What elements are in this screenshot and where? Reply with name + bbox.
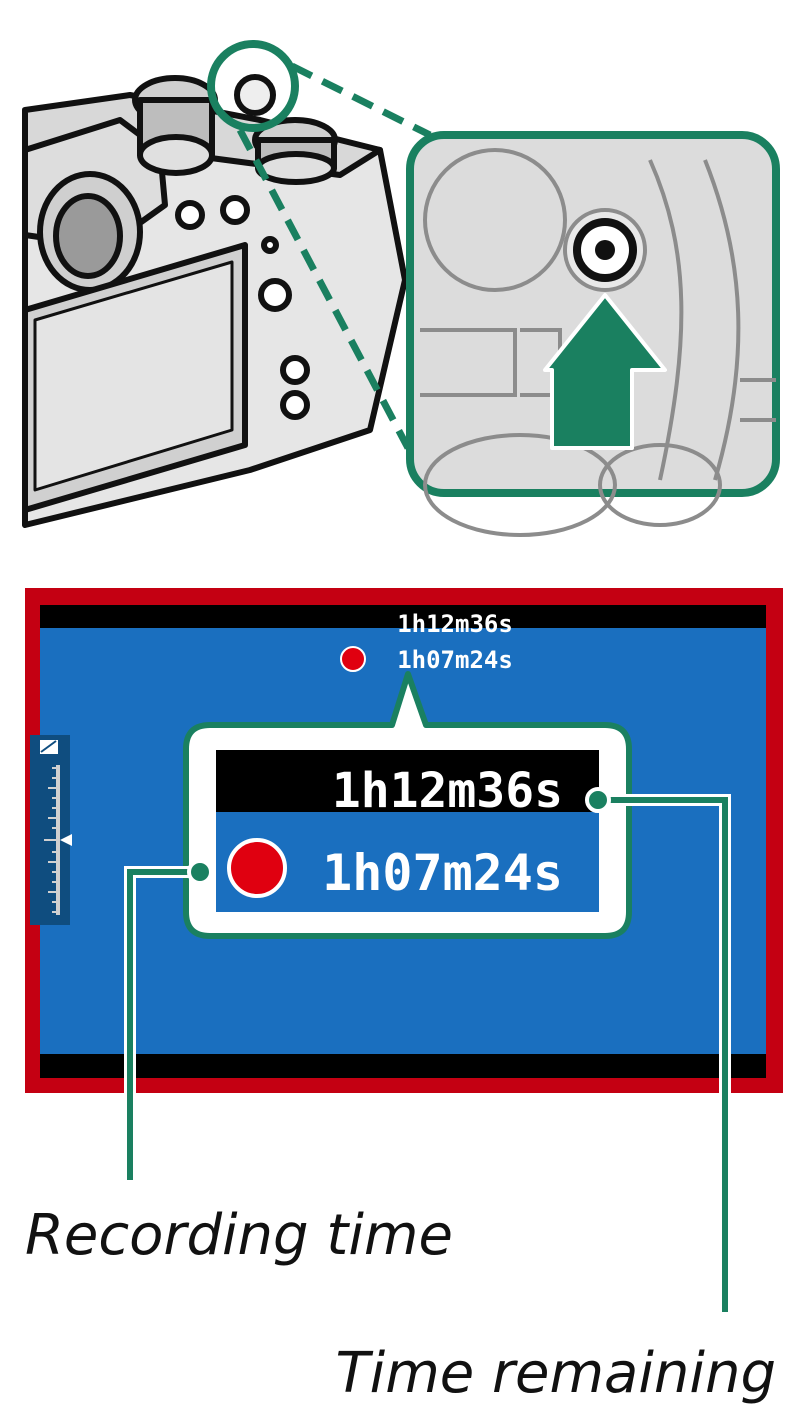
label-recording-time: Recording time	[25, 1203, 453, 1268]
screen-recording-time: 1h07m24s	[397, 646, 513, 674]
zoom-leader-top	[290, 62, 432, 139]
camera-illustration	[22, 74, 408, 528]
screen-time-remaining: 1h12m36s	[397, 610, 513, 638]
press-arrow-icon	[543, 293, 667, 450]
zoom-circle	[207, 40, 299, 132]
zoom-leader-bottom	[236, 128, 412, 450]
exposure-compensation-icon	[40, 740, 58, 754]
callout-time-remaining: 1h12m36s	[332, 763, 563, 819]
exposure-compensation-scale	[30, 735, 72, 925]
leader-recording-time	[124, 859, 213, 1180]
record-dot-icon	[340, 646, 366, 672]
callout-record-dot-icon	[227, 838, 287, 898]
record-button-icon	[573, 218, 637, 282]
callout-recording-time: 1h07m24s	[322, 844, 563, 902]
callout-box	[183, 671, 632, 939]
label-time-remaining: Time remaining	[335, 1341, 776, 1406]
leader-time-remaining	[585, 787, 731, 1312]
